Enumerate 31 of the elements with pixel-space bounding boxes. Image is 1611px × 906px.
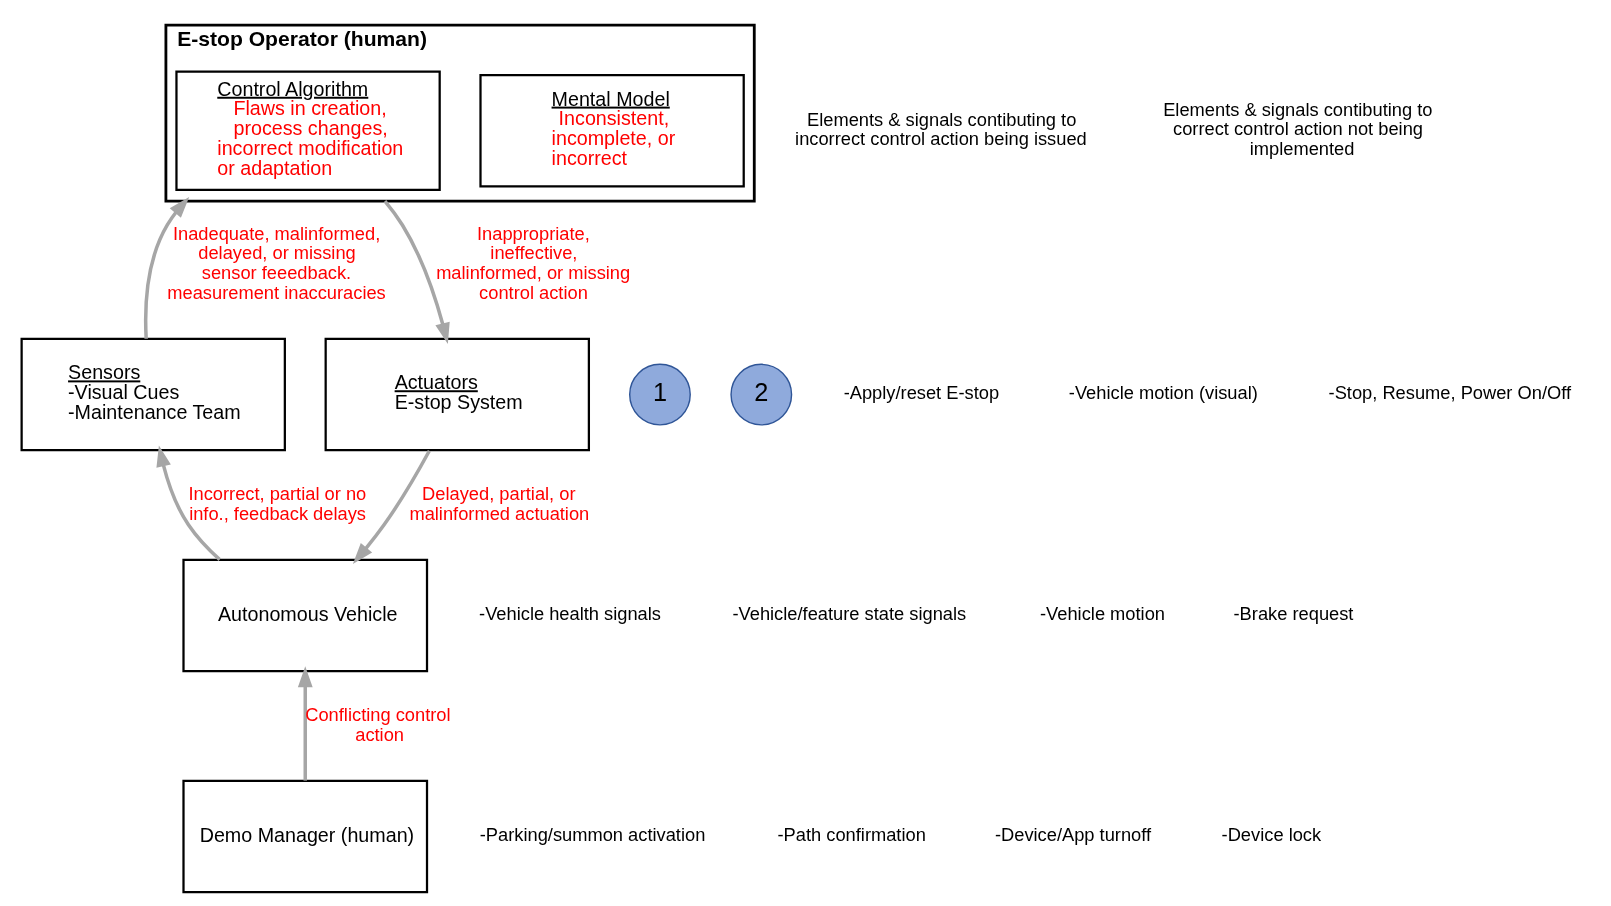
label: -Vehicle/feature state signals [731, 603, 966, 625]
node-box: Demo Manager (human) [181, 779, 428, 894]
node-circle: 2 [729, 363, 792, 426]
arrow [143, 197, 189, 339]
label: -Brake request [1233, 603, 1353, 625]
edge-label: Inappropriate, ineffective, malinformed, or missing control action [435, 222, 630, 303]
node-box: Actuators E-stop System [324, 337, 590, 452]
node-box: Sensors -Visual Cues -Maintenance Team [20, 337, 286, 452]
label: -Vehicle health signals [478, 603, 661, 625]
arrow [297, 666, 313, 781]
node-box: Control Algorithm Flaws in creation, process changes, incorrect modification or adaptation [174, 70, 441, 191]
label: -Stop, Resume, Power On/Off [1328, 382, 1571, 404]
arrow [155, 445, 221, 561]
label: -Apply/reset E-stop [843, 382, 999, 404]
label: -Parking/summon activation [479, 824, 705, 846]
arrow [383, 199, 450, 344]
label: -Device lock [1221, 824, 1321, 846]
label: -Vehicle motion [1039, 603, 1165, 625]
label: Elements & signals contibuting to incorrect control action being issued [794, 108, 1087, 150]
label: -Vehicle motion (visual) [1068, 382, 1258, 404]
label: Elements & signals contibuting to correct control action not being implemented [1162, 98, 1432, 160]
edge-label: Inadequate, malinformed, delayed, or missing sensor feeedback. measurement inaccuracies [166, 222, 386, 303]
node-circle: 1 [628, 363, 691, 426]
edge-label: Incorrect, partial or no info., feedback delays [187, 483, 366, 524]
arrow [352, 449, 431, 564]
edge-label: Conflicting control action [304, 704, 451, 745]
node-box: Autonomous Vehicle [181, 558, 428, 673]
edge-label: Delayed, partial, or malinformed actuation [408, 483, 589, 524]
node-box: Mental Model Inconsistent, incomplete, or incorrect [478, 73, 745, 188]
label: -Path confirmation [777, 824, 926, 846]
label: -Device/App turnoff [994, 824, 1151, 846]
